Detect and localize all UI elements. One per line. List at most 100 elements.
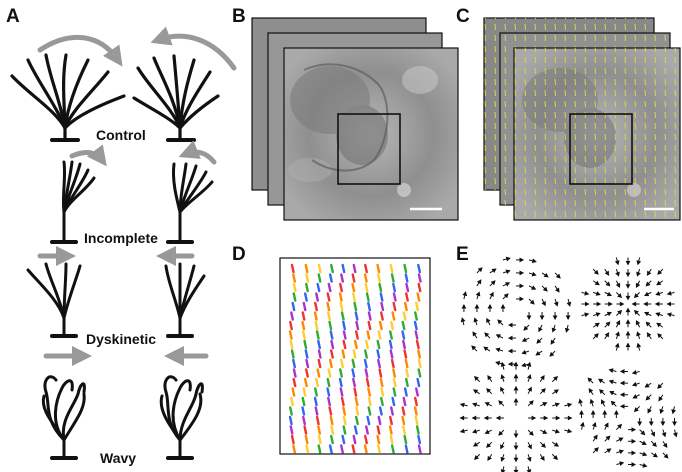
velocity-vector — [289, 425, 294, 435]
field-vector-head — [596, 301, 602, 307]
velocity-vector — [317, 349, 322, 359]
velocity-vector — [352, 349, 357, 359]
field-vector-head — [654, 301, 660, 307]
field-vector-head — [625, 295, 631, 301]
field-vector-head — [473, 389, 479, 394]
field-vector-head — [477, 267, 483, 273]
velocity-vector — [291, 387, 296, 397]
panel-letter-c: C — [456, 6, 470, 27]
velocity-vector — [314, 320, 319, 331]
velocity-vector — [414, 415, 419, 426]
velocity-vector — [364, 349, 368, 359]
velocity-vector — [340, 444, 344, 454]
field-vector-head — [472, 331, 478, 337]
field-vector-head — [619, 380, 625, 386]
cilia-control-right — [132, 54, 220, 142]
velocity-vector — [405, 292, 409, 302]
field-vector-head — [615, 282, 621, 288]
field-vector-head — [554, 287, 560, 293]
velocity-vector — [389, 330, 393, 340]
velocity-vector — [317, 444, 322, 454]
field-vector-head — [579, 421, 585, 427]
velocity-vector — [389, 434, 394, 445]
field-vector-head — [590, 409, 596, 415]
field-vector-head — [486, 317, 491, 323]
field-vector-head — [673, 432, 678, 438]
field-vector-head — [584, 312, 590, 318]
field-vector-head — [527, 386, 532, 392]
field-vector-head — [666, 301, 672, 307]
field-vector-head — [593, 447, 599, 453]
velocity-vector — [289, 320, 293, 331]
velocity-vector — [317, 425, 322, 435]
field-vector-head — [660, 421, 666, 427]
field-vector-head — [553, 376, 558, 381]
velocity-vector — [404, 377, 409, 388]
field-vector-head — [484, 429, 490, 434]
velocity-vector — [417, 349, 422, 359]
velocity-vector — [317, 273, 322, 283]
field-vector-head — [565, 315, 571, 321]
velocity-vector — [417, 263, 422, 274]
velocity-vector — [317, 434, 322, 445]
field-vector-head — [671, 409, 677, 415]
velocity-vector — [365, 425, 369, 435]
field-vector-head — [625, 342, 631, 348]
velocity-vector — [303, 425, 308, 435]
field-vector-head — [528, 400, 534, 406]
field-vector-head — [535, 350, 541, 356]
curved-arrow-icon — [37, 34, 123, 67]
field-vector-head — [636, 331, 641, 337]
velocity-vector — [401, 406, 406, 416]
field-vector-head — [513, 433, 519, 439]
velocity-vector — [379, 396, 384, 407]
field-vector-head — [635, 282, 641, 288]
velocity-vector — [303, 377, 308, 388]
field-vector-head — [647, 408, 652, 414]
velocity-vector — [355, 406, 360, 416]
field-vector-head — [619, 461, 625, 467]
velocity-vector — [378, 368, 383, 378]
velocity-vector — [392, 377, 397, 388]
field-vector-head — [633, 309, 639, 315]
velocity-vector — [353, 387, 358, 397]
velocity-vector — [355, 320, 360, 331]
field-vector-head — [658, 396, 663, 402]
field-vector-head — [490, 280, 496, 286]
field-vector-head — [527, 444, 532, 450]
velocity-vector — [339, 387, 344, 397]
field-vector-head — [657, 333, 663, 339]
velocity-vector — [363, 444, 368, 454]
field-vector-head — [617, 423, 623, 429]
field-vector-head — [584, 290, 590, 296]
field-vector-head — [538, 327, 543, 333]
field-vector-head — [526, 374, 532, 380]
field-vector-head — [614, 260, 620, 266]
field-vector-head — [631, 450, 637, 456]
field-vector-head — [541, 301, 546, 307]
field-vector-head — [528, 430, 534, 436]
velocity-vector — [404, 273, 409, 283]
velocity-vector — [339, 368, 343, 378]
field-vector-head — [619, 369, 625, 374]
field-vector-head — [491, 268, 497, 274]
velocity-vector — [376, 425, 381, 435]
velocity-vector — [391, 311, 396, 321]
field-vector-head — [487, 375, 492, 381]
panel-letter-a: A — [6, 6, 20, 27]
field-vector-head — [604, 332, 610, 338]
field-vector-head — [631, 369, 637, 375]
velocity-vector — [315, 292, 319, 302]
velocity-vector — [390, 406, 394, 416]
velocity-vector — [342, 425, 347, 435]
field-vector-head — [661, 432, 667, 438]
field-vector-head — [500, 361, 506, 367]
velocity-vector — [305, 273, 310, 283]
velocity-vector — [416, 377, 421, 388]
velocity-vector — [338, 377, 343, 388]
panel-d-vectors — [288, 263, 422, 454]
field-vector-head — [632, 394, 638, 399]
velocity-vector — [328, 444, 333, 454]
velocity-vector — [292, 368, 297, 378]
field-vector-head — [601, 399, 606, 405]
